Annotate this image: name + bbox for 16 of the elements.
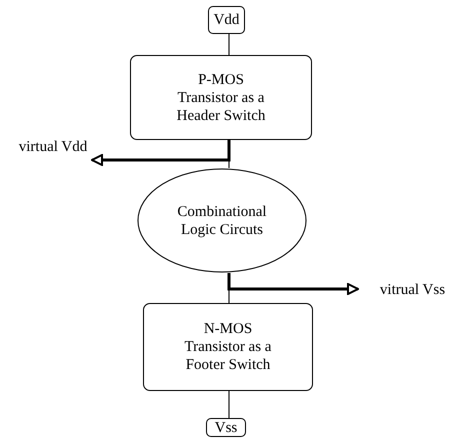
node-label: Vss [214,418,238,436]
terminal-label: virtual Vdd [18,138,88,156]
connector-line [228,390,230,418]
node-label: Combinational Logic Circuts [176,202,268,238]
node-label: P-MOS Transistor as a Header Switch [176,70,266,124]
logic-ellipse [137,168,307,273]
arrow [91,140,230,166]
node-label: Vdd [214,11,240,29]
node-label: N-MOS Transistor as a Footer Switch [184,320,272,374]
process-box [130,55,312,140]
terminal-box [208,6,245,34]
connector-line [228,34,230,56]
terminal-box [206,418,246,437]
arrow [228,273,359,295]
process-box [143,303,313,391]
terminal-label: vitrual Vss [380,281,446,299]
